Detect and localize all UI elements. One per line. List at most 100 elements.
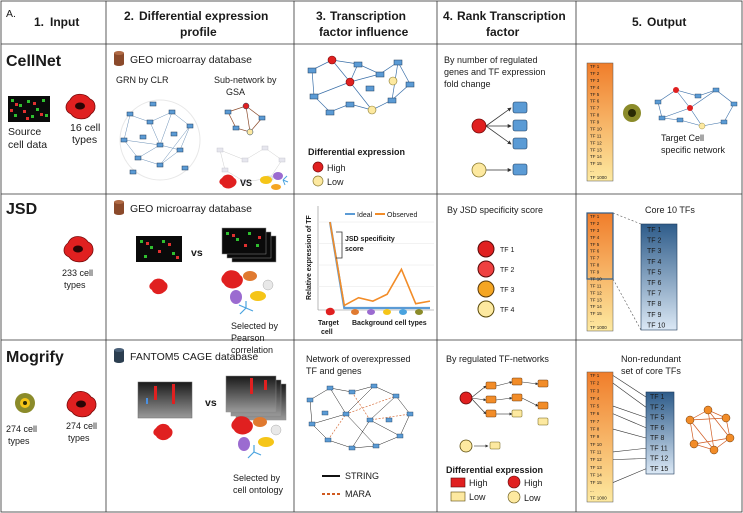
panel-label: A. [6,8,16,20]
ranked-tf-item: TF 11 [590,283,602,288]
target-cell-icon [623,104,641,122]
chart-cell-icons [325,307,423,316]
selection-arrow [612,468,647,483]
cellnet-rank2: genes and TF expression [444,67,545,77]
series-line-ideal [328,221,430,310]
ranked-tf-item: TF 1000 [590,325,607,330]
header-diff-text2: profile [180,25,217,39]
header-input-num: 1. [34,15,44,29]
mogrify-core-tf: TF 12 [650,456,668,463]
jsd-selected2: Pearson [231,333,265,343]
ranked-list-cellnet: TF 1TF 2TF 3TF 4TF 5TF 6TF 7TF 8TF 9TF 1… [586,62,614,182]
jsd-annotation2: score [345,246,364,253]
cellnet-subnet-label: Sub-network by [214,75,277,85]
jsd-input-types2: types [64,280,86,290]
jsd-chart-ylabel: Relative expression of TF [306,214,313,300]
jsd-tf-2: TF 2 [500,267,514,274]
ranked-tf-item: TF 12 [590,140,602,145]
ranked-tf-item: TF 13 [590,297,602,302]
jsd-core: Core 10 TFs [645,205,695,215]
ranked-tf-item: TF 10 [590,442,602,447]
ranked-tf-item: TF 4 [590,85,600,90]
series-line-observed [329,221,431,307]
mogrify-input-a: 274 cell [6,424,37,434]
red-cell-icon [66,390,97,418]
header-tf-text2: factor influence [319,25,409,39]
ranked-tf-item: TF 7 [590,106,600,111]
ranked-tf-item: TF 1 [590,64,600,69]
ranked-tf-item: TF 6 [590,411,600,416]
tf-network-mogrify [306,383,414,451]
header-rank-num: 4. [443,9,453,23]
ranked-tf-item: TF 1000 [590,175,607,180]
header-diff-text: Differential expression [139,9,268,23]
ranked-tf-item: TF 11 [590,133,602,138]
column-header-rank: 4. Rank Transcription factor [443,9,566,39]
subnetwork [216,102,286,185]
header-rank-text: Rank Transcription [457,9,566,23]
cellnet-input-types2: types [72,134,97,146]
ranked-tf-item: TF 1 [590,373,600,378]
selection-arrow [612,447,647,453]
mogrify-input-b: 274 cell [66,421,97,431]
jsd-core-list: TF 1TF 2TF 3TF 4TF 5TF 6TF 7TF 8TF 9TF 1… [640,223,678,331]
ranked-tf-item: TF 10 [590,126,602,131]
ranked-tf-item: TF 6 [590,249,600,254]
source-microarray-image [8,96,50,122]
jsd-core-tf: TF 2 [647,238,661,245]
ranked-tf-item: TF 5 [590,242,600,247]
ranked-tf-item: TF 14 [590,472,602,477]
mogrify-core-tf: TF 11 [650,445,668,452]
jsd-tf-rank: TF 1 TF 2 TF 3 TF 4 [477,240,514,318]
database-icon [114,348,124,363]
mogrify-low-circle: Low [524,493,541,503]
ranked-tf-item: TF 14 [590,304,602,309]
ranked-tf-item: TF 15 [590,161,602,166]
jsd-zoom-line-bottom [612,278,642,331]
jsd-vs: vs [191,247,203,259]
vs-cells: VS [219,172,289,190]
mogrify-core-tf: TF 15 [650,466,668,473]
mogrify-legend: High Low High Low [450,475,543,504]
jsd-core-tf: TF 10 [647,322,665,329]
mogrify-low-box: Low [469,492,486,502]
jsd-target: Target [318,320,340,327]
mogrify-string: STRING [345,471,379,481]
jsd-input-types: 233 cell [62,268,93,278]
jsd-core-tf: TF 6 [647,280,661,287]
ranked-list-mogrify: TF 1TF 2TF 3TF 4TF 5TF 6TF 7TF 8TF 9TF 1… [586,371,614,503]
mogrify-core-tf: TF 8 [650,435,664,442]
cellnet-diff-title: Differential expression [308,147,405,157]
selection-arrow [612,428,647,439]
selection-arrow [612,405,647,418]
mogrify-core-tf: TF 6 [650,425,664,432]
jsd-tf-3: TF 3 [500,287,514,294]
header-tf-text: Transcription [330,9,406,23]
cellnet-subnet-label2: GSA [226,87,245,97]
ranked-tf-item: TF 10 [590,276,602,281]
ranked-tf-item: ... [590,168,594,173]
header-output-text: Output [647,15,686,29]
selection-arrow [612,413,647,429]
ranked-tf-item: TF 4 [590,235,600,240]
ranked-tf-item: TF 6 [590,99,600,104]
cellnet-high: High [327,163,346,173]
mogrify-mara: MARA [345,489,371,499]
jsd-annotation: JSD specificity [345,236,395,243]
cellnet-low: Low [327,177,344,187]
jsd-core-tf: TF 3 [647,248,661,255]
cellnet-input-source2: cell data [8,139,47,151]
ranked-tf-item: TF 1 [590,214,600,219]
ranked-tf-item: TF 5 [590,92,600,97]
rank-diagram-mogrify [459,377,549,453]
selection-arrow [612,458,647,460]
ranked-tf-item: TF 13 [590,465,602,470]
ranked-tf-item: TF 9 [590,434,600,439]
ranked-tf-item: TF 2 [590,71,600,76]
output-network-cellnet [654,87,738,130]
ranked-tf-item: TF 11 [590,449,602,454]
jsd-selected3: correlation [231,345,273,355]
mogrify-input-a2: types [8,436,30,446]
